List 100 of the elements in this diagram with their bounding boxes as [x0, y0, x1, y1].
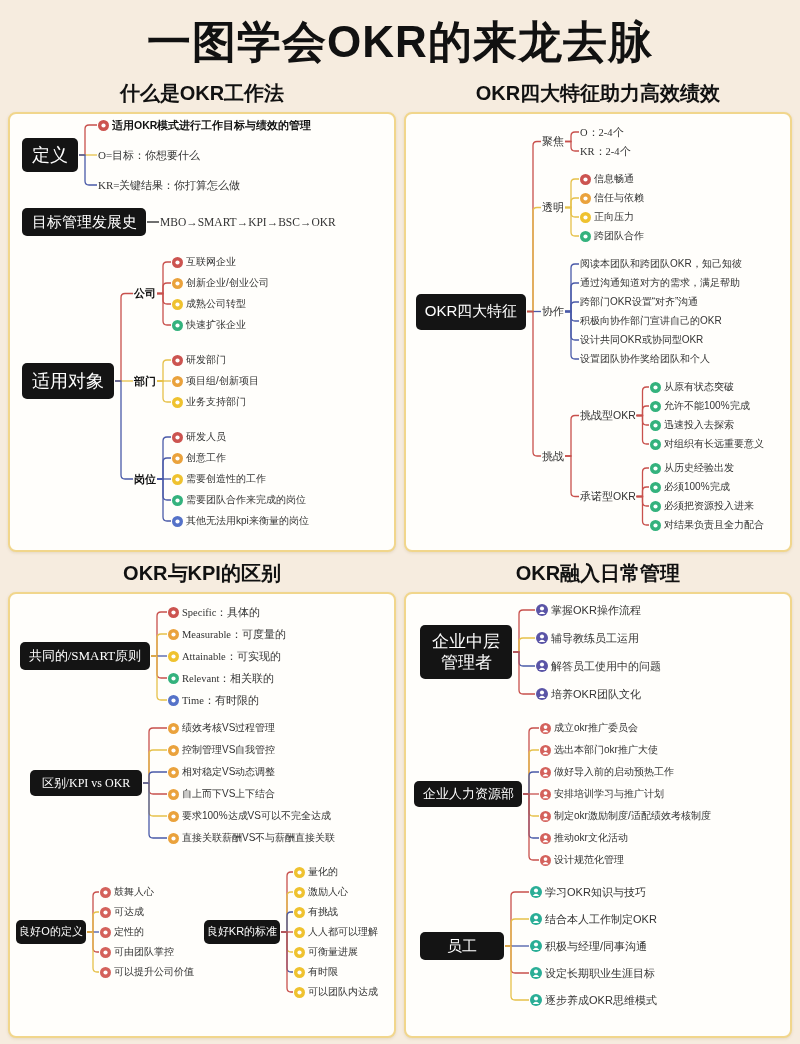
leaf-text: Specific：具体的	[182, 605, 261, 620]
leaf-text: 必须100%完成	[664, 480, 730, 494]
leaf-text: Time：有时限的	[182, 693, 259, 708]
topic-box: 良好O的定义	[16, 920, 86, 944]
topic-box: 企业人力资源部	[414, 781, 522, 807]
leaf-text: Attainable：可实现的	[182, 649, 281, 664]
leaf-text: 适用OKR模式进行工作目标与绩效的管理	[112, 117, 312, 133]
leaf-text: Measurable：可度量的	[182, 627, 286, 642]
branch-line	[150, 655, 168, 701]
branch-line	[635, 414, 650, 445]
leaf-text: 解答员工使用中的问题	[551, 658, 661, 674]
leaf-text: 信任与依赖	[594, 191, 644, 205]
branch-line	[512, 651, 536, 695]
leaf-text: 要求100%达成VS可以不完全达成	[182, 809, 331, 823]
leaf-text: 可以团队内达成	[308, 985, 378, 999]
leaf-text: 互联网企业	[186, 255, 236, 269]
leaf-text: 学习OKR知识与技巧	[545, 884, 646, 900]
topic-box: 区别/KPI vs OKR	[30, 770, 142, 796]
leaf-text: 研发部门	[186, 353, 226, 367]
branch-line	[86, 931, 100, 973]
leaf-text: 正向压力	[594, 210, 634, 224]
leaf-text: 量化的	[308, 865, 338, 879]
leaf-text: 项目组/创新项目	[186, 374, 259, 388]
topic-box: 良好KR的标准	[204, 920, 280, 944]
leaf-text: 业务支持部门	[186, 395, 246, 409]
leaf-text: 快速扩张企业	[186, 318, 246, 332]
leaf-text: 成立okr推广委员会	[554, 721, 638, 735]
leaf-text: 制定okr激励制度/适配绩效考核制度	[554, 809, 711, 823]
leaf-text: 必须把资源投入进来	[664, 499, 754, 513]
topic-box: 员工	[420, 932, 504, 960]
branch-label: 聚焦	[542, 134, 564, 149]
leaf-text: KR=关键结果：你打算怎么做	[98, 177, 241, 193]
topic-box: 目标管理发展史	[22, 208, 146, 236]
leaf-text: 选出本部门okr推广大使	[554, 743, 658, 757]
panel-heading: OKR与KPI的区别	[123, 561, 281, 586]
branch-line	[156, 478, 172, 522]
leaf-text: 可由团队掌控	[114, 945, 174, 959]
leaf-text: 研发人员	[186, 430, 226, 444]
leaf-text: 做好导入前的启动预热工作	[554, 765, 674, 779]
leaf-text: 需要团队合作来完成的岗位	[186, 493, 306, 507]
leaf-text: 可衡量进展	[308, 945, 358, 959]
leaf-text: 鼓舞人心	[114, 885, 154, 899]
leaf-text: 跨部门OKR设置“对齐”沟通	[580, 295, 699, 309]
leaf-text: 需要创造性的工作	[186, 472, 266, 486]
leaf-text: 信息畅通	[594, 172, 634, 186]
leaf-text: 积极与经理/同事沟通	[545, 938, 648, 954]
leaf-text: 定性的	[114, 925, 144, 939]
branch-label: 公司	[134, 286, 156, 301]
leaf-text: 对结果负责且全力配合	[664, 518, 764, 532]
leaf-text: 设计共同OKR或协同型OKR	[580, 333, 704, 347]
leaf-text: 人人都可以理解	[308, 925, 378, 939]
panel-heading: 什么是OKR工作法	[119, 81, 285, 106]
branch-line	[564, 140, 580, 152]
leaf-text: 激励人心	[308, 885, 348, 899]
leaf-text: 成熟公司转型	[186, 297, 246, 311]
leaf-text: O=目标：你想要什么	[98, 147, 201, 163]
branch-line	[156, 380, 172, 403]
branch-line	[280, 931, 294, 993]
branch-line	[142, 782, 168, 839]
leaf-text: KR：2-4个	[580, 143, 631, 159]
branch-line	[156, 292, 172, 326]
topic-box: 企业中层管理者	[420, 625, 512, 679]
panel-heading: OKR融入日常管理	[515, 561, 681, 586]
leaf-text: 从原有状态突破	[664, 380, 734, 394]
leaf-text: 创新企业/创业公司	[186, 276, 269, 290]
leaf-text: 可以提升公司价值	[114, 965, 194, 979]
leaf-text: 推动okr文化活动	[554, 831, 628, 845]
leaf-text: 掌握OKR操作流程	[551, 602, 641, 618]
branch-line	[564, 310, 580, 360]
topic-box: 适用对象	[22, 363, 114, 399]
leaf-text: 可达成	[114, 905, 144, 919]
leaf-text: 积极向协作部门宣讲自己的OKR	[580, 314, 722, 328]
leaf-text: MBO→SMART→KPI→BSC→OKR	[160, 214, 336, 230]
branch-line	[504, 945, 530, 1001]
leaf-text: 自上而下VS上下结合	[182, 787, 276, 801]
topic-box: 定义	[22, 138, 78, 172]
branch-label: 承诺型OKR	[580, 489, 636, 504]
leaf-text: 辅导教练员工运用	[551, 630, 639, 646]
leaf-text: 有时限	[308, 965, 338, 979]
branch-label: 岗位	[134, 471, 156, 487]
leaf-text: 允许不能100%完成	[664, 399, 750, 413]
leaf-text: 有挑战	[308, 905, 338, 919]
leaf-text: 通过沟通知道对方的需求，满足帮助	[580, 276, 740, 290]
leaf-text: 对组织有长远重要意义	[664, 437, 764, 451]
branch-line	[522, 793, 540, 861]
leaf-text: 相对稳定VS动态调整	[182, 765, 276, 779]
branch-label: 挑战	[542, 448, 564, 464]
leaf-text: 设定长期职业生涯目标	[545, 965, 655, 981]
leaf-text: 安排培训学习与推广计划	[554, 787, 664, 801]
leaf-text: 设置团队协作奖给团队和个人	[580, 352, 710, 366]
panel-heading: OKR四大特征助力高效绩效	[475, 81, 721, 106]
branch-line	[146, 221, 160, 223]
leaf-text: 绩效考核VS过程管理	[182, 721, 276, 735]
topic-box: 共同的/SMART原则	[20, 642, 150, 670]
leaf-text: Relevant：相关联的	[182, 671, 275, 686]
leaf-text: 直接关联薪酬VS不与薪酬直接关联	[182, 831, 336, 845]
leaf-text: 创意工作	[186, 451, 226, 465]
leaf-text: 结合本人工作制定OKR	[545, 911, 657, 927]
branch-line	[564, 206, 580, 237]
leaf-text: 其他无法用kpi来衡量的岗位	[186, 514, 309, 528]
